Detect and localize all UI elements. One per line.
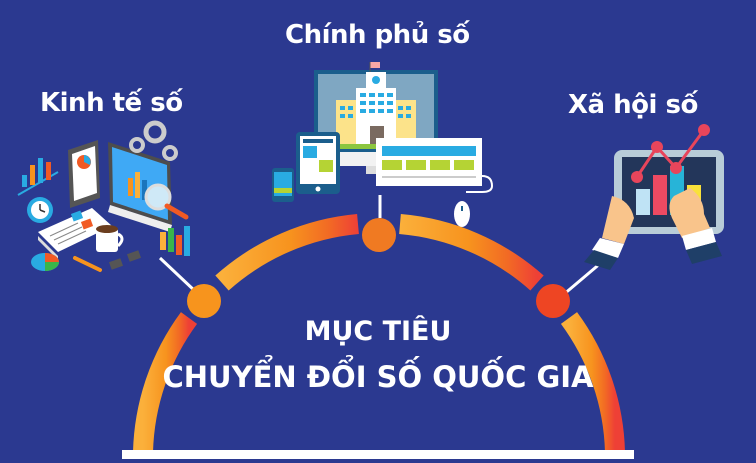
center-title-line1: MỤC TIÊU [304, 316, 452, 347]
base-bar [122, 450, 634, 459]
pillar-label-chinh-phu-so: Chính phủ số [285, 20, 470, 50]
pillar-label-kinh-te-so: Kinh tế số [40, 88, 183, 118]
digital-economy-illustration [17, 120, 190, 272]
node-xa-hoi-so [536, 284, 570, 318]
semicircle-arc [133, 214, 625, 453]
digital-society-illustration [584, 124, 724, 270]
pillar-label-xa-hoi-so: Xã hội số [568, 90, 698, 120]
node-chinh-phu-so [362, 218, 396, 252]
center-title-line2: CHUYỂN ĐỔI SỐ QUỐC GIA [162, 360, 594, 394]
connector-lines [158, 195, 603, 297]
digital-government-illustration [272, 62, 494, 227]
node-kinh-te-so [187, 284, 221, 318]
